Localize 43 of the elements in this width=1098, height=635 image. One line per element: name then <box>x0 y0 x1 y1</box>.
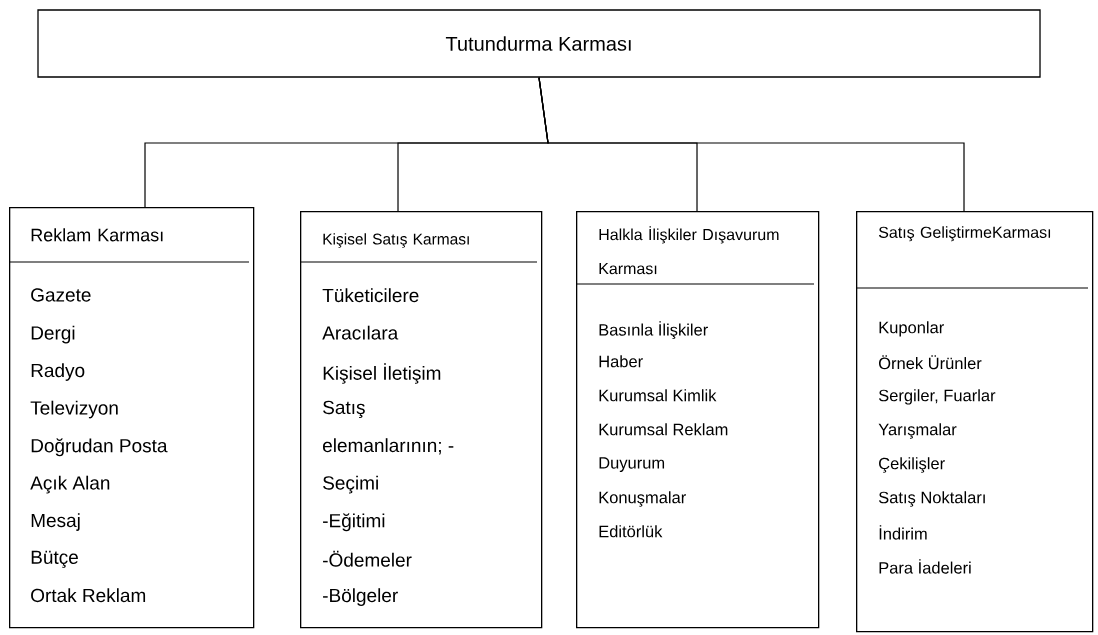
list-item: Seçimi <box>323 475 378 494</box>
list-item: Bütçe <box>31 550 78 568</box>
connector-line <box>538 77 965 212</box>
list-item: Çekilişler <box>879 457 945 473</box>
list-item: -Eğitimi <box>323 513 385 532</box>
title-box: Tutundurma Karması <box>37 9 1041 78</box>
list-item: -Bölgeler <box>323 588 398 606</box>
list-item: Para İadeleri <box>879 559 971 574</box>
list-item: Ortak Reklam <box>31 588 146 603</box>
list-item: elemanlarının; - <box>323 438 454 455</box>
list-item: Kişisel İletişim <box>323 363 441 384</box>
column-box <box>575 211 820 629</box>
list-item: Açık Alan <box>30 475 110 494</box>
column-box <box>299 211 543 629</box>
column-box <box>855 211 1094 633</box>
list-item: Mesaj <box>31 513 80 531</box>
list-item: Kuponlar <box>879 321 944 337</box>
list-item: İndirim <box>879 525 927 540</box>
list-item: Satış Noktaları <box>878 491 985 507</box>
column-heading: Halkla İlişkiler Dışavurum Karması <box>599 226 779 275</box>
list-item: Tüketicilere <box>322 288 419 303</box>
list-item: -Ödemeler <box>323 550 412 567</box>
list-item: Editörlük <box>599 525 663 538</box>
list-item: Kurumsal Kimlik <box>599 389 717 402</box>
list-item: Sergiler, Fuarlar <box>878 389 996 405</box>
list-item: Kurumsal Reklam <box>599 423 728 436</box>
list-item: Yarışmalar <box>878 423 957 439</box>
column-heading: Satış GeliştirmeKarması <box>878 226 1051 242</box>
list-item: Doğrudan Posta <box>31 438 168 457</box>
list-item: Aracılara <box>322 325 399 340</box>
list-item: Duyurum <box>599 457 665 472</box>
list-item: Dergi <box>31 325 75 344</box>
list-item: Radyo <box>31 363 85 381</box>
list-item: Gazete <box>31 288 91 302</box>
column-heading: Kişisel Satış Karması <box>323 233 469 248</box>
list-item: Basınla İlişkiler <box>599 321 708 339</box>
list-item: Haber <box>599 355 643 368</box>
list-item: Televizyon <box>30 400 118 419</box>
list-item: Örnek Ürünler <box>879 355 982 370</box>
list-item: Konuşmalar <box>599 491 686 507</box>
column-box <box>8 207 255 629</box>
column-heading: Reklam Karması <box>31 228 163 242</box>
list-item: Satış <box>323 400 365 418</box>
